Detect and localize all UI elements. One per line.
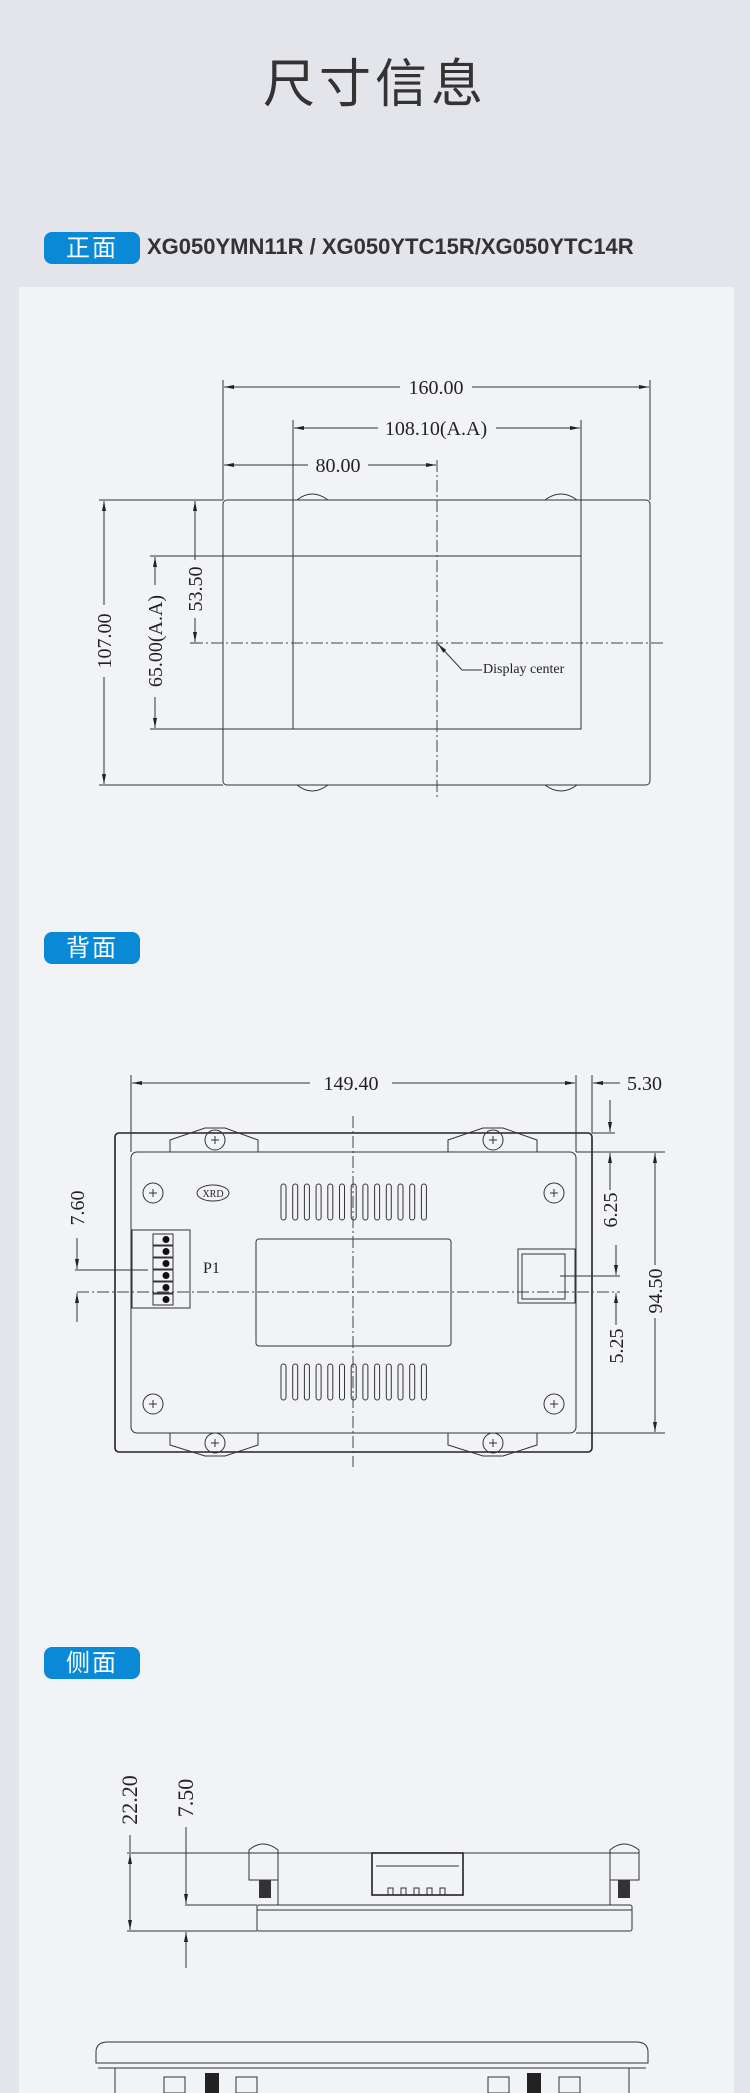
- pin: [162, 1284, 170, 1291]
- vent-slot: [362, 1363, 369, 1401]
- vent-slot: [409, 1183, 416, 1221]
- vent-slot: [362, 1183, 369, 1221]
- vent-slot: [397, 1183, 404, 1221]
- display-center-label: Display center: [483, 662, 565, 677]
- vent-slot: [385, 1183, 392, 1221]
- vent-slot: [339, 1183, 345, 1221]
- pin-slot: [152, 1269, 174, 1282]
- vent-slot: [350, 1363, 357, 1401]
- side-posts: [248, 1843, 640, 1881]
- dim-aa-width: 108.10(A.A): [385, 418, 487, 440]
- vent-slot: [350, 1183, 357, 1221]
- vent-slot: [385, 1363, 392, 1401]
- pin-slot: [152, 1233, 174, 1246]
- top-vents: [280, 1183, 427, 1221]
- pin: [162, 1272, 170, 1279]
- page-title: 尺寸信息: [262, 55, 487, 115]
- vent-slot: [409, 1363, 416, 1401]
- side-badge: 侧面: [44, 1647, 140, 1679]
- vent-slot: [292, 1183, 299, 1221]
- vent-slot: [327, 1363, 334, 1401]
- pin-slot: [152, 1257, 174, 1270]
- pin: [162, 1236, 170, 1243]
- dim-top: 6.25: [600, 1193, 622, 1228]
- pin-slot: [152, 1281, 174, 1294]
- back-drawing: XRD P1 149.40 5.30 6.25 5.25 94.50 7.60: [67, 1073, 667, 1467]
- bottom-view-bezel: [95, 2041, 649, 2064]
- pin-slot: [152, 1245, 174, 1258]
- side-drawing: 22.20 7.50: [95, 1775, 649, 2093]
- vent-slot: [303, 1363, 310, 1401]
- side-connector: [371, 1852, 464, 1896]
- pin: [162, 1248, 170, 1255]
- side-bezel: [256, 1904, 633, 1932]
- dim-bezel: 7.50: [173, 1779, 198, 1818]
- post-screw-left: [259, 1880, 271, 1898]
- mount-screws: [142, 1129, 565, 1454]
- dim-width: 160.00: [409, 377, 464, 399]
- pin: [162, 1296, 170, 1303]
- content-panel: [19, 287, 734, 2093]
- vent-slot: [280, 1183, 287, 1221]
- dim-p1-offset: 7.60: [67, 1191, 89, 1226]
- dim-center-v: 53.50: [185, 567, 207, 612]
- vent-slot: [374, 1183, 381, 1221]
- dim-offset: 5.30: [627, 1073, 662, 1095]
- model-numbers: XG050YMN11R / XG050YTC15R/XG050YTC14R: [147, 234, 634, 259]
- front-badge: 正面: [44, 232, 140, 264]
- bottom-vents: [280, 1363, 427, 1401]
- vent-slot: [397, 1363, 404, 1401]
- vent-slot: [339, 1363, 345, 1401]
- front-drawing: 160.00 108.10(A.A) 80.00 107.00 65.00(A.…: [94, 377, 663, 800]
- dim-depth: 22.20: [117, 1775, 142, 1825]
- dim-height: 107.00: [94, 614, 116, 669]
- dim-back-height: 94.50: [645, 1269, 667, 1314]
- back-badge: 背面: [44, 932, 140, 964]
- dim-back-width: 149.40: [324, 1073, 379, 1095]
- xrd-logo: [196, 1184, 230, 1202]
- p1-label: P1: [203, 1260, 220, 1277]
- p1-connector: [131, 1229, 191, 1309]
- p1-pins: [152, 1233, 174, 1306]
- vent-slot: [280, 1363, 287, 1401]
- vent-slot: [303, 1183, 310, 1221]
- xrd-logo-text: XRD: [202, 1189, 223, 1200]
- pin: [162, 1260, 170, 1267]
- pin-slot: [152, 1293, 174, 1306]
- vent-slot: [420, 1183, 427, 1221]
- dim-bottom: 5.25: [606, 1329, 628, 1364]
- dim-half-width: 80.00: [316, 455, 361, 477]
- vent-slot: [315, 1183, 322, 1221]
- vent-slot: [315, 1363, 322, 1401]
- vent-slot: [374, 1363, 381, 1401]
- dim-aa-height: 65.00(A.A): [145, 595, 167, 687]
- vent-slot: [327, 1183, 334, 1221]
- vent-slot: [420, 1363, 427, 1401]
- vent-slot: [292, 1363, 299, 1401]
- post-screw-right: [618, 1880, 630, 1898]
